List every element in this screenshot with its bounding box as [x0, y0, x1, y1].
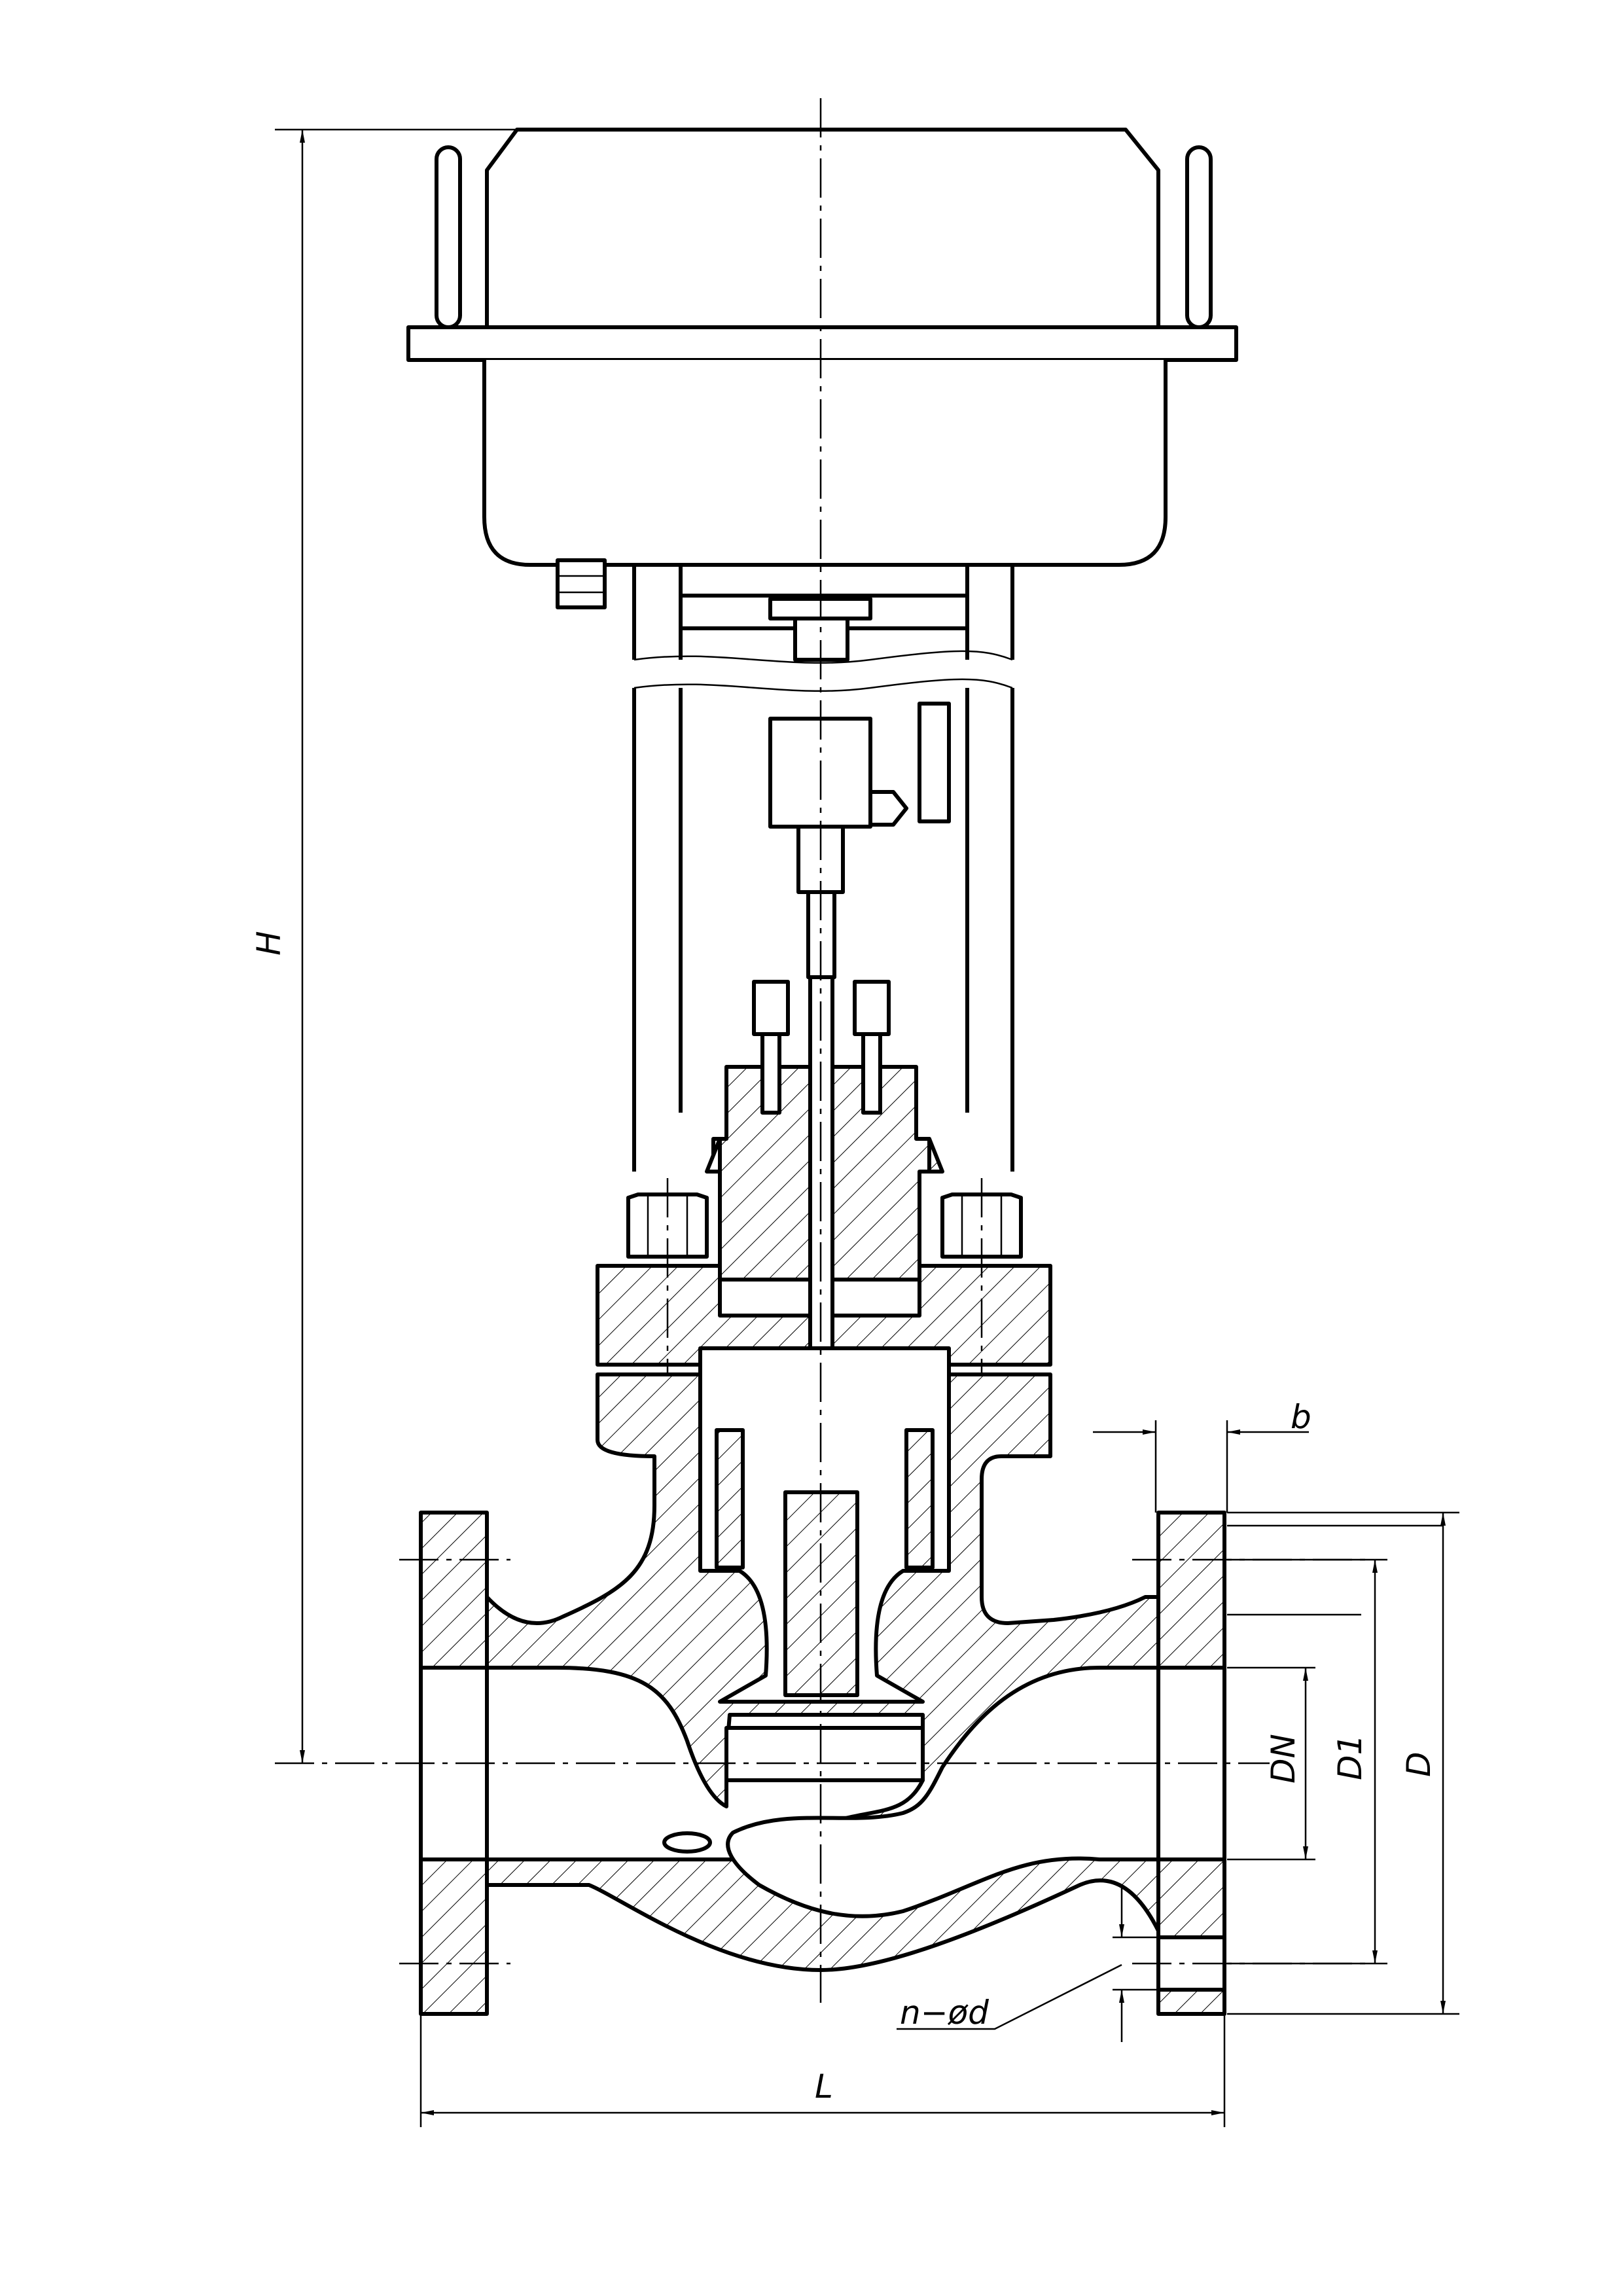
dim-label-H: H — [250, 931, 288, 956]
dim-label-D: D — [1400, 1751, 1438, 1777]
dimension-D1: D1 — [1227, 1558, 1387, 1965]
valve-body — [399, 1346, 1368, 2016]
dimension-L: L — [419, 2014, 1226, 2127]
valve-cage — [715, 1428, 745, 1570]
outlet-bore — [726, 1666, 1160, 1918]
dimension-DN: DN — [1227, 1524, 1443, 1861]
lifting-handle-left — [435, 145, 462, 329]
dimension-D: D — [1227, 1511, 1459, 2015]
dim-label-b: b — [1291, 1398, 1311, 1436]
dimension-bolt-holes: n−ød — [897, 1885, 1158, 2042]
dim-label-L: L — [815, 2068, 833, 2106]
dim-label-bolt-holes: n−ød — [900, 1994, 989, 2032]
body-bolt-right — [940, 1178, 1023, 1381]
actuator — [406, 128, 1238, 609]
break-line-upper — [633, 650, 1013, 664]
air-connection-fitting — [556, 558, 607, 609]
diaphragm-dome-upper — [485, 128, 1160, 327]
diaphragm-housing-lower — [482, 360, 1168, 567]
inlet-bore — [485, 1666, 925, 1861]
dim-label-D1: D1 — [1331, 1734, 1369, 1780]
yoke — [632, 565, 1014, 1172]
lifting-handle-right — [1185, 145, 1213, 329]
body-bolt-left — [626, 1178, 709, 1381]
break-line-lower — [633, 678, 1013, 692]
travel-indicator — [918, 702, 951, 823]
dimension-H: H — [250, 128, 517, 1763]
gland-bolt-left — [752, 980, 790, 1115]
diaphragm-flange — [406, 325, 1238, 362]
valve-seat — [724, 1726, 925, 1782]
dim-label-DN: DN — [1264, 1734, 1302, 1784]
gland-bolt-right — [853, 980, 891, 1115]
dimension-b: b — [1093, 1398, 1311, 1513]
